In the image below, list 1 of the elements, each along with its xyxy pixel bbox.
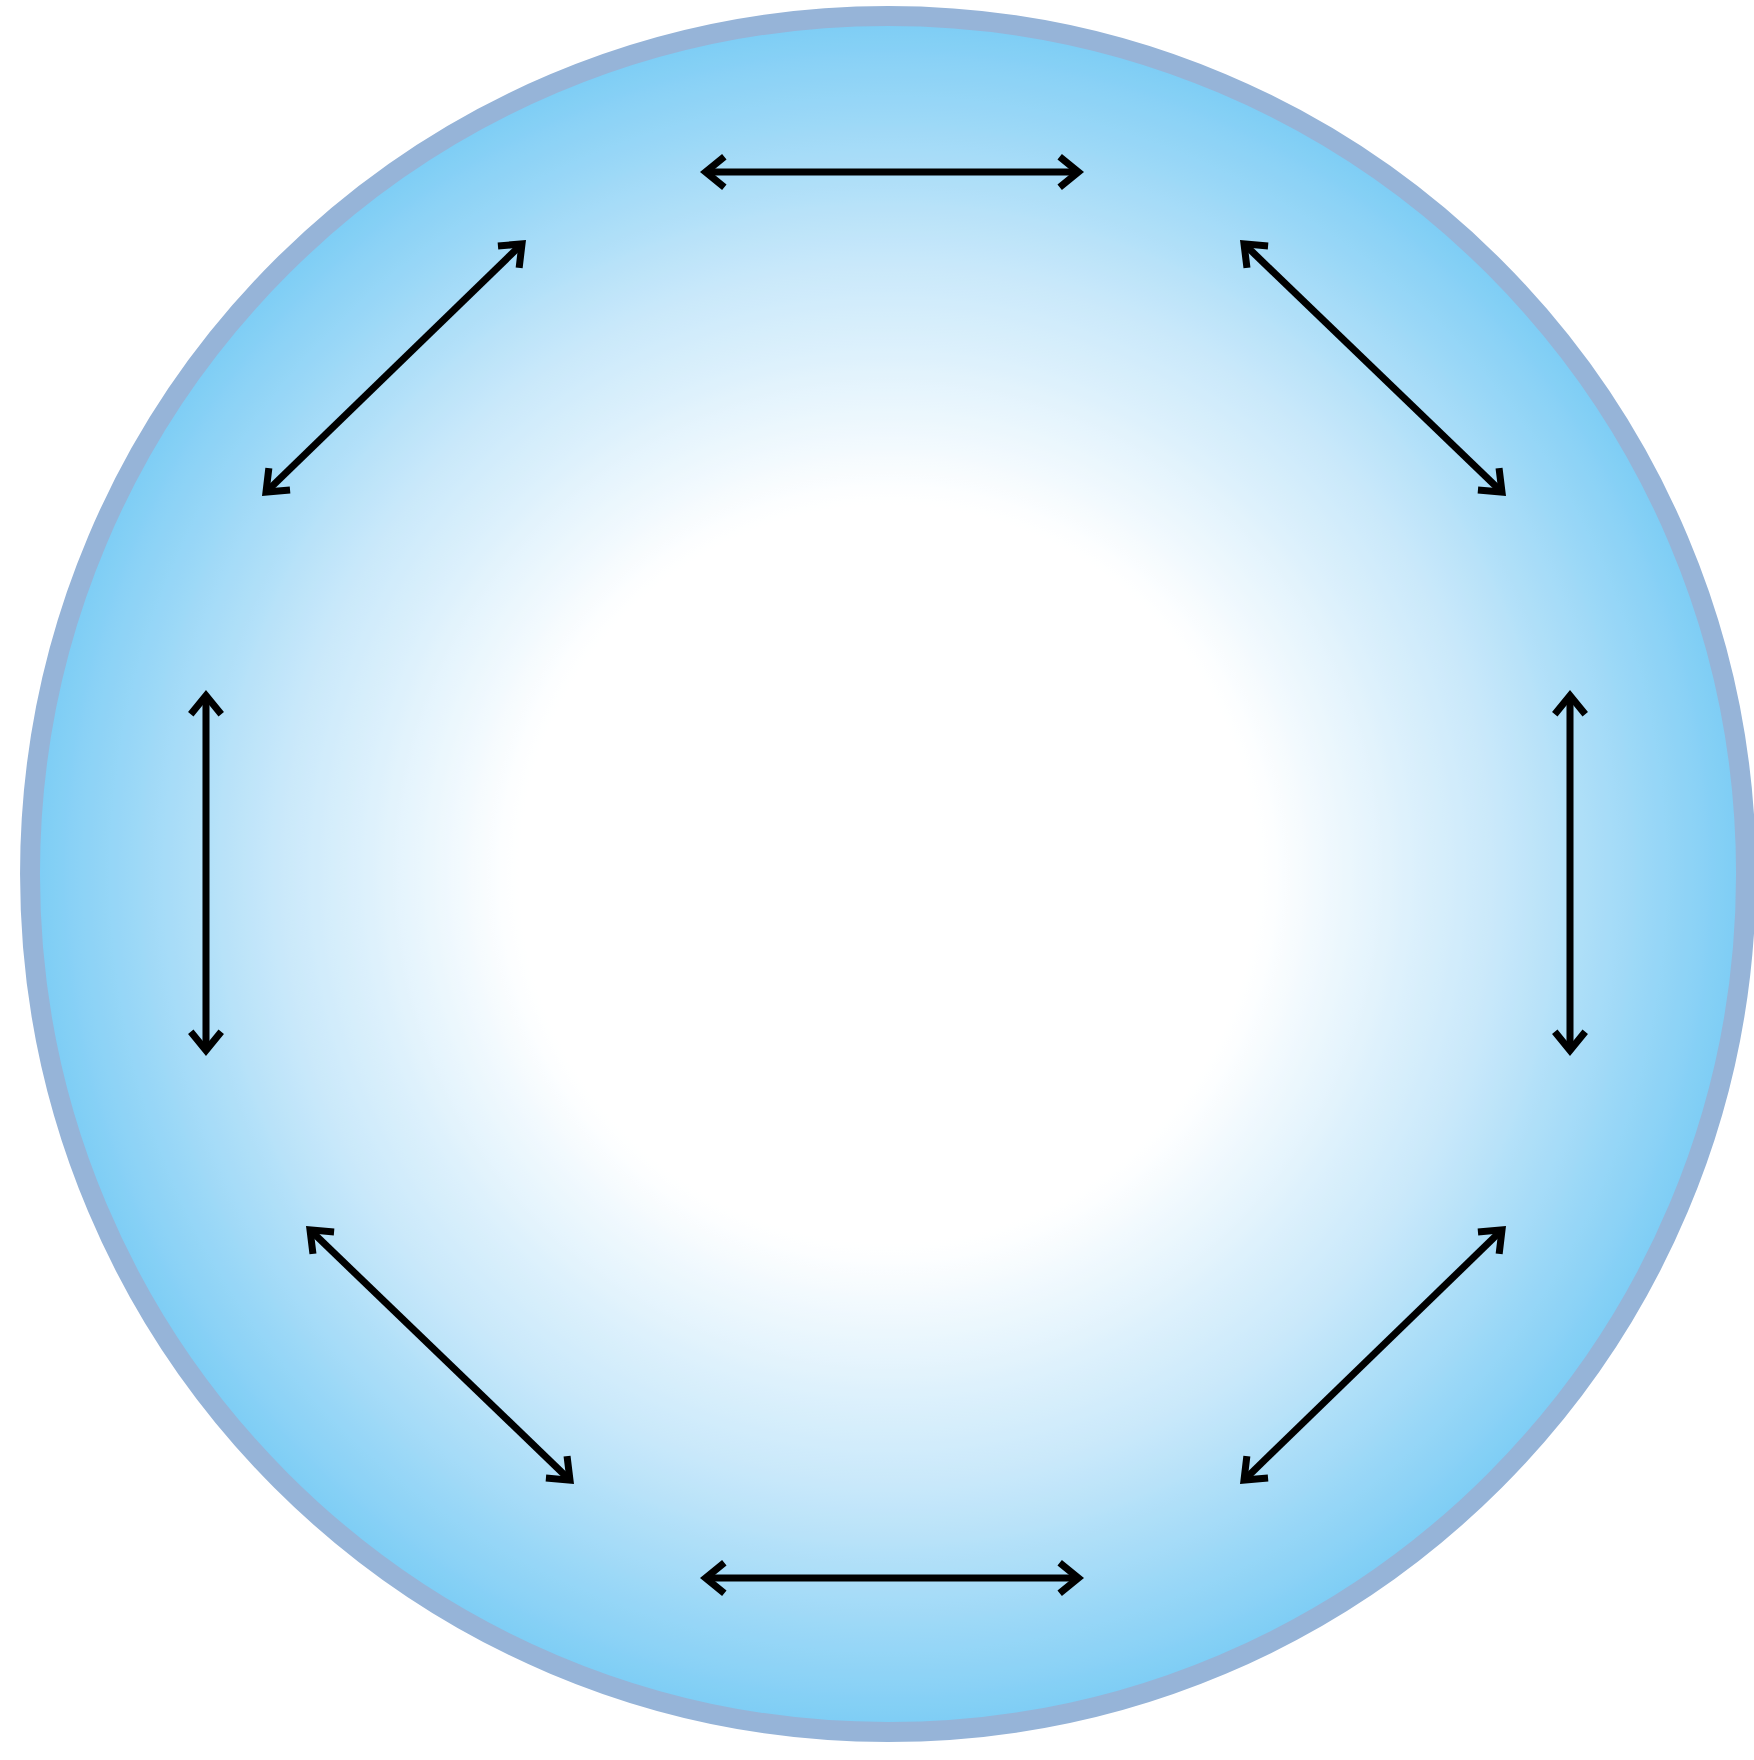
sphere-drawing: [20, 6, 1754, 1742]
